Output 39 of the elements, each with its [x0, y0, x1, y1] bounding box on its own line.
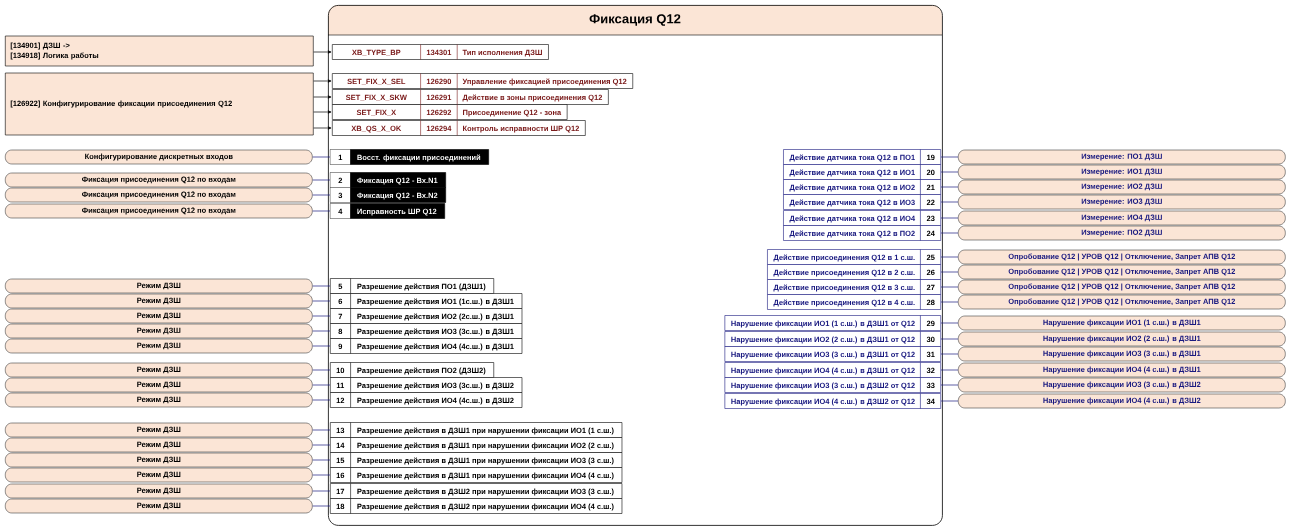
connector-line [312, 444, 331, 446]
connector-line [312, 369, 331, 371]
connector-line [940, 301, 959, 303]
connector-line [940, 322, 959, 324]
connector-line [312, 490, 331, 492]
arrow [313, 79, 332, 83]
connector-line [312, 384, 331, 386]
connector-line [312, 179, 331, 181]
arrow [313, 126, 332, 130]
connector-line [940, 271, 959, 273]
connector-line [940, 286, 959, 288]
connector-line [940, 384, 959, 386]
connector-line [940, 338, 959, 340]
connector-line [312, 399, 331, 401]
connector-line [312, 315, 331, 317]
connector-line [312, 194, 331, 196]
connector-line [940, 201, 959, 203]
connector-line [940, 256, 959, 258]
connector-line [312, 459, 331, 461]
connector-line [312, 429, 331, 431]
connector-line [312, 345, 331, 347]
arrow [313, 95, 332, 99]
connector-line [940, 217, 959, 219]
connector-line [312, 505, 331, 507]
connector-line [940, 400, 959, 402]
connector-line [312, 300, 331, 302]
connector-line [940, 171, 959, 173]
connector-line [312, 156, 331, 158]
connector-line [940, 156, 959, 158]
connector-line [312, 210, 331, 212]
connector-line [940, 353, 959, 355]
arrow [313, 110, 332, 114]
connector-line [940, 369, 959, 371]
connector-line [312, 474, 331, 476]
connector-line [312, 285, 331, 287]
arrow [313, 50, 332, 54]
connector-line [312, 330, 331, 332]
connector-line [940, 186, 959, 188]
connector-line [940, 232, 959, 234]
